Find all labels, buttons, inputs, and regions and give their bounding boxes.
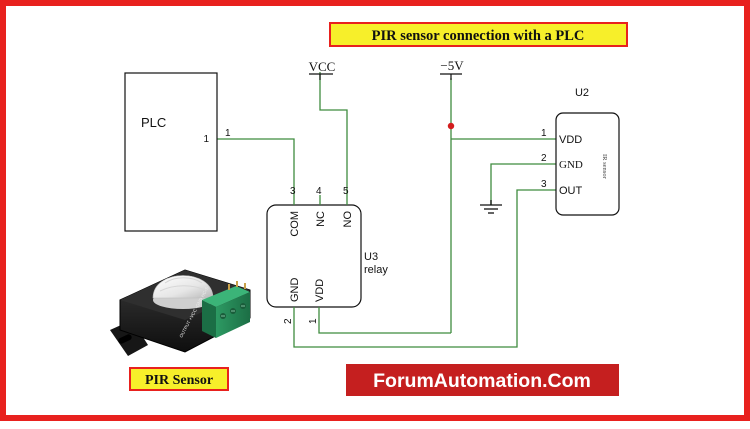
sensor-designator: U2 — [575, 87, 589, 99]
sensor-pin-number-vdd: 1 — [541, 128, 547, 139]
vcc-symbol: VCC — [309, 59, 336, 80]
relay-pin-name-com: COM — [289, 211, 301, 237]
diagram-title: PIR sensor connection with a PLC — [372, 28, 585, 44]
wire-sensor-out-to-relay-gnd — [293, 189, 556, 348]
pir-caption-box: PIR Sensor — [129, 367, 229, 391]
pir-caption: PIR Sensor — [145, 373, 213, 388]
plc-pin-number-inner: 1 — [225, 128, 231, 139]
plc-label: PLC — [141, 115, 166, 130]
plc-pin-number-outer: 1 — [203, 134, 209, 145]
relay-name: relay — [364, 264, 388, 276]
brand-text: ForumAutomation.Com — [373, 370, 591, 392]
vcc-label: VCC — [309, 59, 336, 74]
sensor-pin-name-out: OUT — [559, 185, 583, 197]
relay-designator: U3 — [364, 251, 378, 263]
wire-neg5v-to-relay-vdd — [318, 316, 451, 334]
ir-sensor-block: U2 1 2 3 VDD GND OUT IR sensor — [541, 87, 620, 216]
sensor-pin-name-gnd: GND — [559, 159, 583, 171]
sensor-body-label: IR sensor — [601, 154, 608, 180]
neg5v-symbol: −5V — [440, 58, 464, 80]
sensor-pin-name-vdd: VDD — [559, 134, 582, 146]
relay-pin-number-nc: 4 — [316, 186, 322, 197]
wires — [217, 72, 556, 348]
ground-symbol — [480, 200, 502, 214]
plc-block: PLC 1 1 — [124, 72, 231, 232]
relay-pin-number-no: 5 — [343, 186, 349, 197]
wire-sensor-gnd — [490, 163, 556, 205]
relay-pin-name-no: NO — [342, 211, 354, 228]
relay-pin-name-nc: NC — [315, 211, 327, 227]
relay-pin-name-vdd: VDD — [314, 279, 326, 302]
brand-banner: ForumAutomation.Com — [346, 364, 619, 396]
wire-plc-to-com — [217, 138, 295, 195]
relay-pin-name-gnd: GND — [289, 278, 301, 303]
relay-pin-number-gnd: 2 — [283, 318, 294, 324]
junction-dot — [447, 122, 455, 130]
pir-sensor-illustration: OUTPUT +VCC -GND HC-S — [110, 269, 251, 356]
sensor-pin-number-gnd: 2 — [541, 153, 547, 164]
wire-vcc-to-no — [319, 72, 348, 195]
title-banner: PIR sensor connection with a PLC — [329, 22, 628, 47]
relay-pin-number-com: 3 — [290, 186, 296, 197]
sensor-pin-number-out: 3 — [541, 179, 547, 190]
relay-block: 3 4 5 COM NC NO GND VDD 2 1 U3 relay — [266, 186, 388, 324]
relay-pin-number-vdd: 1 — [308, 318, 319, 324]
neg5v-label: −5V — [440, 58, 464, 73]
